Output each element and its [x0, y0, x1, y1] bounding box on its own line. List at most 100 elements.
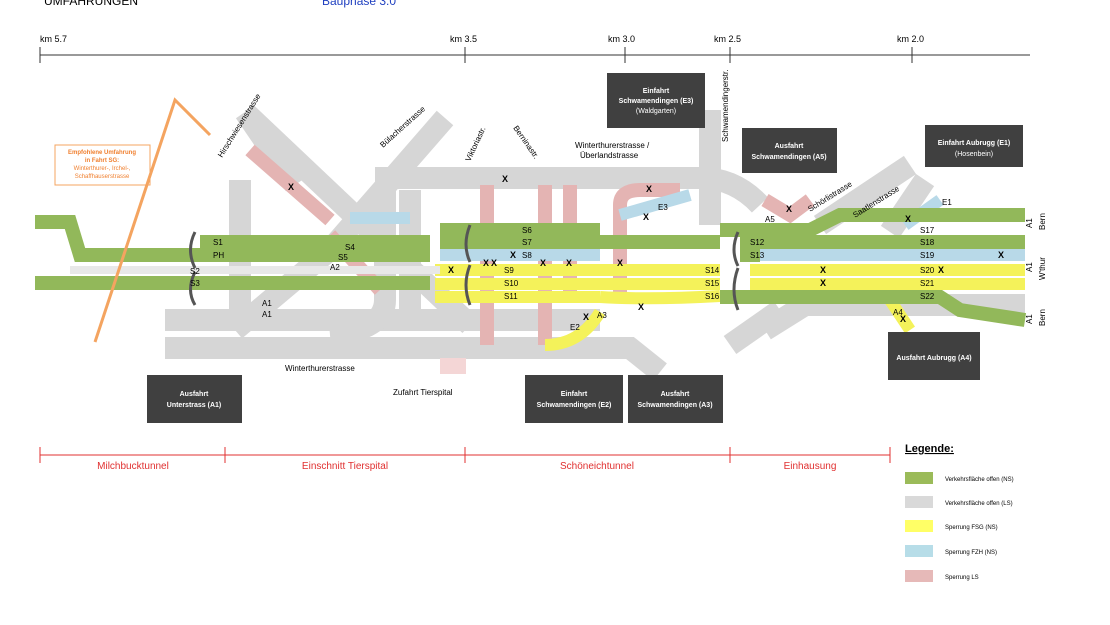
svg-text:in Fahrt SG:: in Fahrt SG: [85, 158, 119, 164]
svg-text:A1: A1 [262, 299, 272, 308]
svg-text:E2: E2 [570, 323, 580, 332]
svg-text:A1: A1 [1025, 314, 1034, 324]
svg-text:Sperrung FZH (NS): Sperrung FZH (NS) [945, 550, 997, 556]
svg-text:A3: A3 [597, 311, 607, 320]
svg-text:S3: S3 [190, 279, 200, 288]
km-scale [39, 47, 1030, 63]
svg-text:W'thur: W'thur [1038, 257, 1047, 280]
svg-text:Schöneichtunnel: Schöneichtunnel [560, 461, 634, 472]
svg-text:S7: S7 [522, 238, 532, 247]
svg-text:Einhausung: Einhausung [784, 461, 837, 472]
svg-text:Einfahrt Aubrugg (E1): Einfahrt Aubrugg (E1) [938, 140, 1010, 147]
km-label: km 2.5 [714, 34, 741, 44]
svg-text:S5: S5 [338, 253, 348, 262]
svg-text:Bern: Bern [1038, 213, 1047, 230]
destination-labels: A1 Bern A1 W'thur A1 Bern [1025, 213, 1047, 326]
svg-text:X: X [448, 265, 454, 275]
svg-text:X: X [820, 265, 826, 275]
svg-text:S1: S1 [213, 238, 223, 247]
svg-text:S15: S15 [705, 279, 720, 288]
svg-text:S18: S18 [920, 238, 935, 247]
svg-text:Verkehrsfläche offen (NS): Verkehrsfläche offen (NS) [945, 477, 1014, 483]
svg-text:X: X [617, 258, 623, 268]
svg-text:X: X [510, 250, 516, 260]
km-label: km 3.5 [450, 34, 477, 44]
svg-text:X: X [288, 182, 294, 192]
svg-text:S20: S20 [920, 266, 935, 275]
svg-text:Ausfahrt Aubrugg (A4): Ausfahrt Aubrugg (A4) [896, 355, 971, 362]
svg-text:S9: S9 [504, 266, 514, 275]
svg-text:Einfahrt: Einfahrt [561, 391, 588, 398]
svg-text:S4: S4 [345, 243, 355, 252]
svg-text:S17: S17 [920, 226, 935, 235]
svg-text:A1: A1 [1025, 218, 1034, 228]
ph-lane [70, 266, 440, 274]
section-labels: Milchbucktunnel Einschnitt Tierspital Sc… [97, 461, 836, 472]
detour-box: Empfohlene Umfahrung in Fahrt SG: Winter… [54, 97, 212, 343]
svg-text:(Waldgarten): (Waldgarten) [636, 108, 676, 115]
svg-text:X: X [998, 250, 1004, 260]
svg-text:Ausfahrt: Ausfahrt [661, 391, 690, 398]
svg-text:S2: S2 [190, 267, 200, 276]
tierspital-hatch [440, 358, 466, 374]
svg-text:Ausfahrt: Ausfahrt [180, 391, 209, 398]
svg-text:A1: A1 [1025, 262, 1034, 272]
svg-text:X: X [820, 278, 826, 288]
legend: Legende: Verkehrsfläche offen (NS) Verke… [905, 443, 1014, 582]
svg-text:X: X [938, 265, 944, 275]
tunnel-portals [189, 224, 740, 311]
svg-text:Zufahrt Tierspital: Zufahrt Tierspital [393, 388, 453, 397]
header-right: Bauphase 3.0 [322, 0, 397, 8]
svg-text:Ausfahrt: Ausfahrt [775, 143, 804, 150]
svg-text:S12: S12 [750, 238, 765, 247]
svg-text:X: X [646, 184, 652, 194]
svg-text:A2: A2 [330, 263, 340, 272]
svg-text:Schwamendingen (E2): Schwamendingen (E2) [537, 402, 612, 409]
svg-text:X: X [786, 204, 792, 214]
svg-text:E3: E3 [658, 203, 668, 212]
svg-text:X: X [900, 314, 906, 324]
svg-text:X: X [905, 214, 911, 224]
svg-text:Verkehrsfläche offen (LS): Verkehrsfläche offen (LS) [945, 501, 1013, 507]
lane-labels: S1 PH S2 S3 S4 S5 A2 S6 S7 S8 S9 S10 S11… [190, 198, 952, 332]
svg-text:S11: S11 [504, 292, 518, 301]
svg-text:Legende:: Legende: [905, 443, 954, 455]
svg-text:A4: A4 [893, 308, 903, 317]
svg-text:Bern: Bern [1038, 309, 1047, 326]
km-label: km 5.7 [40, 34, 67, 44]
svg-text:S13: S13 [750, 251, 765, 260]
svg-text:A1: A1 [262, 310, 272, 319]
svg-text:S22: S22 [920, 292, 935, 301]
svg-text:Schwamendingen (A5): Schwamendingen (A5) [751, 154, 826, 161]
svg-text:S6: S6 [522, 226, 532, 235]
svg-text:Unterstrass (A1): Unterstrass (A1) [167, 402, 221, 409]
svg-text:Sperrung FSG (NS): Sperrung FSG (NS) [945, 525, 998, 531]
svg-text:Überlandstrasse: Überlandstrasse [580, 151, 639, 160]
km-label: km 2.0 [897, 34, 924, 44]
svg-text:Schwamendingen (E3): Schwamendingen (E3) [619, 98, 694, 105]
svg-text:Einschnitt Tierspital: Einschnitt Tierspital [302, 461, 388, 472]
svg-text:Schwamendingen (A3): Schwamendingen (A3) [637, 402, 712, 409]
svg-text:S14: S14 [705, 266, 720, 275]
svg-text:S16: S16 [705, 292, 720, 301]
svg-text:X: X [483, 258, 489, 268]
svg-text:X: X [566, 258, 572, 268]
svg-text:Winterthurerstrasse: Winterthurerstrasse [285, 364, 355, 373]
svg-text:Winterthurerstrasse /: Winterthurerstrasse / [575, 141, 650, 150]
svg-text:X: X [502, 174, 508, 184]
svg-text:Schwamendingerstr.: Schwamendingerstr. [721, 70, 730, 142]
svg-text:S19: S19 [920, 251, 935, 260]
km-label: km 3.0 [608, 34, 635, 44]
header-left: UMFAHRUNGEN [44, 0, 139, 8]
svg-text:Einfahrt: Einfahrt [643, 88, 670, 95]
svg-text:S8: S8 [522, 251, 532, 260]
svg-text:A5: A5 [765, 215, 775, 224]
svg-text:X: X [643, 212, 649, 222]
svg-text:X: X [583, 312, 589, 322]
svg-text:Winterthurer-, Irchel-,: Winterthurer-, Irchel-, [74, 166, 131, 172]
svg-text:Milchbucktunnel: Milchbucktunnel [97, 461, 169, 472]
svg-text:X: X [540, 258, 546, 268]
svg-text:E1: E1 [942, 198, 952, 207]
